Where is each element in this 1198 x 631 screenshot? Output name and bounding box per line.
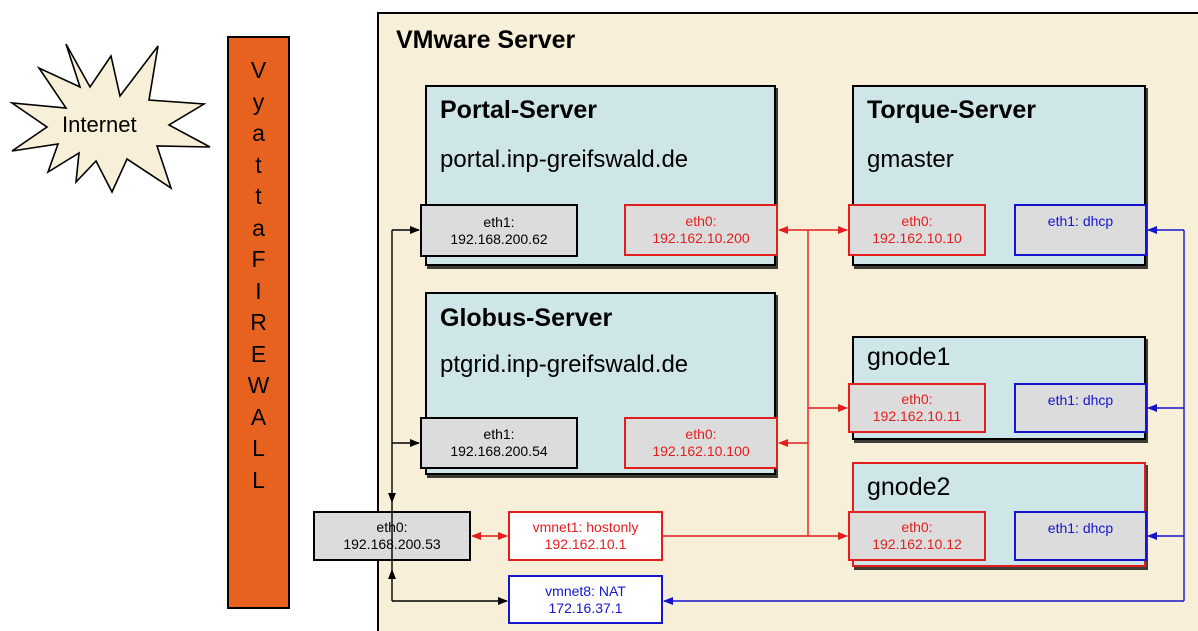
- vmnet1-nic: vmnet1: hostonly 192.162.10.1: [508, 511, 663, 561]
- gnode2-eth0-nic: eth0: 192.162.10.12: [848, 511, 986, 561]
- nic-label: eth0:: [685, 213, 717, 229]
- nic-label: vmnet1: hostonly: [532, 519, 639, 535]
- nic-label: eth1:: [483, 426, 515, 442]
- portal-eth1-nic: eth1: 192.168.200.62: [420, 204, 578, 257]
- gnode2-eth1-nic: eth1: dhcp: [1014, 511, 1147, 561]
- gnode1-title: gnode1: [867, 343, 951, 371]
- firewall-letter: A: [250, 403, 267, 430]
- firewall-letter: a: [252, 214, 265, 241]
- gnode1-eth1-nic: eth1: dhcp: [1014, 383, 1147, 433]
- nic-address: 192.162.10.1: [544, 536, 627, 552]
- torque-server-hostname: gmaster: [867, 146, 954, 173]
- firewall-letter: V: [250, 57, 267, 83]
- firewall-letter: R: [250, 309, 267, 335]
- nic-label: eth0:: [901, 391, 933, 407]
- nic-label: eth1: dhcp: [1047, 520, 1114, 536]
- internet-label: Internet: [62, 112, 137, 137]
- firewall-letter: a: [252, 120, 265, 146]
- vmnet8-nic: vmnet8: NAT 172.16.37.1: [508, 575, 663, 624]
- nic-address: 192.162.10.200: [652, 230, 750, 246]
- nic-address: 192.168.200.54: [450, 443, 548, 459]
- globus-eth1-nic: eth1: 192.168.200.54: [420, 417, 578, 469]
- globus-server-hostname: ptgrid.inp-greifswald.de: [440, 351, 689, 378]
- firewall-letter: L: [252, 466, 265, 493]
- nic-address: 192.168.200.62: [450, 230, 548, 247]
- nic-label: eth0:: [685, 426, 717, 442]
- globus-server-title: Globus-Server: [440, 304, 613, 332]
- gnode1-eth0-nic: eth0: 192.162.10.11: [848, 383, 986, 433]
- firewall-letter: t: [255, 151, 262, 178]
- nic-address: 192.162.10.10: [872, 230, 962, 246]
- firewall-letter: t: [255, 183, 262, 209]
- globus-eth0-nic: eth0: 192.162.10.100: [624, 417, 778, 469]
- nic-label: eth0:: [901, 519, 933, 535]
- vmware-server-title: VMware Server: [396, 26, 576, 54]
- firewall-letter: y: [252, 88, 265, 115]
- firewall-letter: L: [252, 435, 265, 461]
- nic-label: eth1: dhcp: [1047, 392, 1114, 408]
- portal-server-hostname: portal.inp-greifswald.de: [440, 146, 689, 173]
- torque-eth0-nic: eth0: 192.162.10.10: [848, 204, 986, 256]
- nic-address: 172.16.37.1: [548, 599, 623, 616]
- nic-label: vmnet8: NAT: [545, 582, 626, 599]
- torque-eth1-nic: eth1: dhcp: [1014, 204, 1147, 256]
- firewall-letter: I: [255, 277, 262, 304]
- nic-label: eth0:: [901, 213, 933, 229]
- nic-label: eth1:: [483, 213, 515, 230]
- portal-eth0-nic: eth0: 192.162.10.200: [624, 204, 778, 256]
- nic-address: 192.162.10.12: [872, 536, 962, 552]
- nic-address: 192.162.10.11: [872, 408, 962, 424]
- internet-burst-icon: [9, 43, 211, 194]
- gnode2-title: gnode2: [867, 473, 951, 501]
- firewall-letter: W: [247, 372, 270, 398]
- torque-server-title: Torque-Server: [867, 96, 1037, 124]
- nic-address: 192.162.10.100: [652, 443, 750, 459]
- nic-label: eth1: dhcp: [1047, 213, 1114, 229]
- vyatta-firewall: V y a t t a F I R E W A L L: [227, 36, 290, 609]
- firewall-letter: F: [251, 246, 266, 272]
- firewall-label: V y a t t a F I R E W A L L: [229, 55, 288, 496]
- firewall-letter: E: [250, 340, 267, 367]
- portal-server-title: Portal-Server: [440, 96, 598, 124]
